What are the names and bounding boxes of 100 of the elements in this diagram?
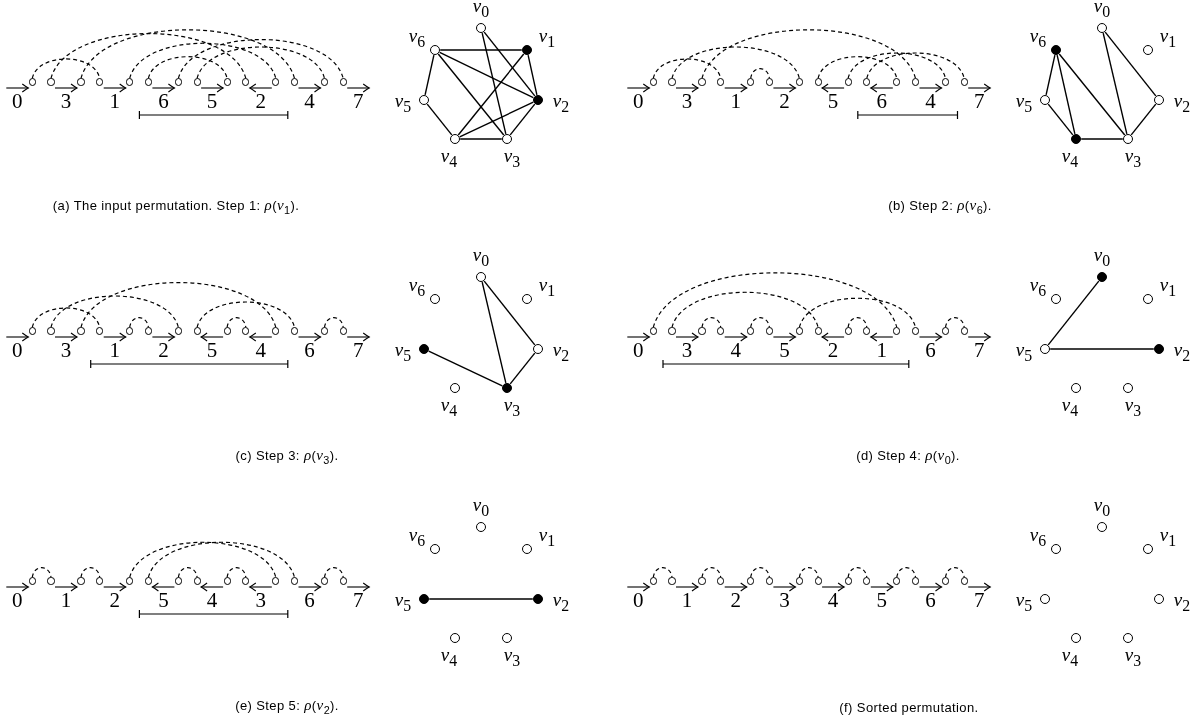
extremity-node [144,327,152,335]
graph-edge [527,54,538,96]
dashed-arc [750,567,770,578]
element-label: 7 [352,90,364,112]
vertex-node [475,22,487,34]
dashed-arc [80,29,296,79]
dashed-arc [147,56,228,79]
extremity-node [339,78,347,86]
vertex-node [429,44,441,56]
graph-edge [483,280,536,346]
vertex-node [418,593,430,605]
vertex-label: v$_{0}$ [472,245,490,269]
element-label: 0 [12,589,23,611]
element-label: 3 [60,339,72,361]
extremity-node [765,327,773,335]
extremity-node [242,327,250,335]
vertex-node [1050,293,1062,305]
vertex-label: v$_{5}$ [1015,91,1033,115]
dashed-arc [323,567,344,578]
dashed-arc [80,567,101,578]
element-label: 5 [206,90,218,112]
vertex-label: v$_{6}$ [1029,275,1047,299]
subfigure-caption: (a) The input permutation. Step 1: ρ(v$_{1}$). [52,198,300,216]
extremity-node [144,577,152,585]
vertex-label: v$_{6}$ [408,525,426,549]
vertex-node [501,133,513,145]
extremity-node [814,78,822,86]
vertex-label: v$_{4}$ [1061,645,1079,669]
vertex-label: v$_{0}$ [472,495,490,519]
vertex-label: v$_{4}$ [440,395,458,419]
element-label: 2 [827,339,839,361]
element-label: 3 [681,90,693,112]
vertex-node [1070,133,1082,145]
vertex-node [449,632,461,644]
vertex-label: v$_{6}$ [408,275,426,299]
vertex-node [418,94,430,106]
graph-edge [1104,31,1157,97]
vertex-label: v$_{0}$ [1093,245,1111,269]
extremity-node [863,78,871,86]
graph-edge [428,350,503,387]
extremity-node [77,327,85,335]
dashed-arc [817,56,898,79]
extremity-node [649,78,657,86]
extremity-node [28,577,36,585]
extremity-node [242,577,250,585]
vertex-label: v$_{5}$ [1015,340,1033,364]
element-label: 2 [255,90,267,112]
extremity-node [339,327,347,335]
vertex-node [521,543,533,555]
extremity-node [863,327,871,335]
extremity-node [47,78,55,86]
element-label: 4 [827,589,839,611]
vertex-node [1070,632,1082,644]
extremity-node [960,577,968,585]
element-label: 4 [730,339,741,361]
graph-edge [1049,348,1155,350]
dashed-arc [866,52,965,79]
vertex-label: v$_{3}$ [503,645,521,669]
graph-edge [509,103,536,136]
element-label: 5 [779,339,790,361]
vertex-label: v$_{2}$ [1173,590,1191,614]
extremity-node [77,78,85,86]
element-label: 1 [109,339,120,361]
dashed-arc [196,301,296,328]
extremity-node [126,327,134,335]
vertex-label: v$_{0}$ [472,0,490,20]
element-label: 7 [973,589,985,611]
extremity-node [911,78,920,86]
extremity-node [649,577,657,585]
extremity-node [941,577,950,585]
dashed-arc [226,567,247,578]
element-label: 2 [730,589,741,611]
graph-edge [1130,103,1157,136]
vertex-node [1096,521,1108,533]
vertex-label: v$_{2}$ [552,340,570,364]
extremity-node [795,327,803,335]
vertex-label: v$_{6}$ [1029,26,1047,50]
graph-edge [1080,138,1124,140]
vertex-node [1122,632,1134,644]
extremity-node [863,577,871,585]
element-label: 0 [633,339,644,361]
vertex-node [1153,94,1165,106]
element-label: 0 [633,90,644,112]
extremity-node [272,577,280,585]
vertex-label: v$_{1}$ [538,525,556,549]
vertex-label: v$_{6}$ [408,26,426,50]
extremity-node [893,327,901,335]
element-label: 4 [304,90,315,112]
graph-edge [1058,53,1126,136]
vertex-node [1142,293,1154,305]
vertex-label: v$_{4}$ [1061,395,1079,419]
extremity-node [717,78,725,86]
vertex-label: v$_{0}$ [1093,495,1111,519]
dashed-arc [652,272,898,328]
extremity-node [747,78,755,86]
extremity-node [77,577,85,585]
extremity-node [747,577,755,585]
vertex-node [1050,543,1062,555]
element-label: 6 [304,339,315,361]
element-label: 1 [60,589,72,611]
